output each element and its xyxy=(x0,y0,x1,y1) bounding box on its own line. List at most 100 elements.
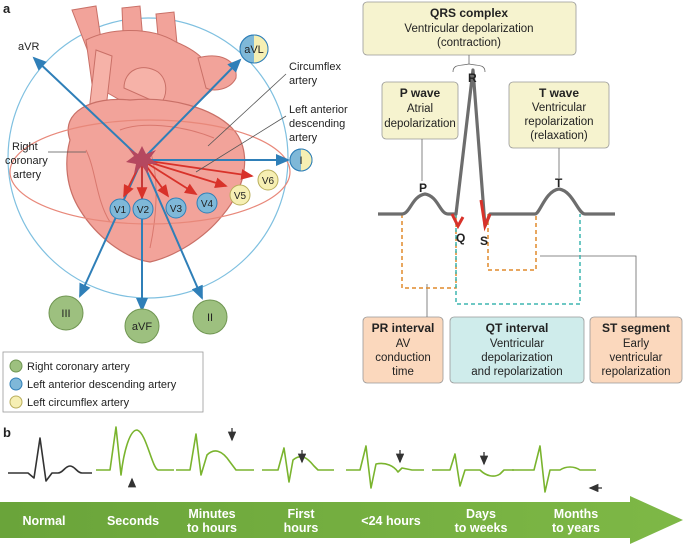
lead-I: I xyxy=(289,148,313,172)
qt-line-1: Ventricular xyxy=(490,338,545,350)
lead-V6: V6 xyxy=(257,169,279,191)
ecg-minutes-to-hours xyxy=(176,433,254,476)
panel-b-label: b xyxy=(3,425,11,440)
rca-label-1: Right xyxy=(12,141,38,153)
panel-a-label: a xyxy=(3,1,11,16)
stage-days-label-1: Days xyxy=(466,507,496,521)
qt-line-3: and repolarization xyxy=(471,366,562,378)
ecg-lt-24-hours xyxy=(346,445,424,489)
wave-labels: P R Q S T xyxy=(419,71,563,248)
svg-text:V1: V1 xyxy=(114,205,127,216)
infarct-burst xyxy=(126,146,158,174)
stage-ecgs xyxy=(8,426,596,493)
pr-line-3: time xyxy=(392,366,414,378)
st-segment-bracket xyxy=(487,214,537,271)
ecg-first-hours xyxy=(262,447,334,483)
lead-V3: V3 xyxy=(165,197,187,219)
qrs-line-1: Ventricular depolarization xyxy=(404,23,533,35)
pr-line-1: AV xyxy=(396,338,411,350)
timeline-stage-labels: Normal Seconds Minutes to hours First ho… xyxy=(22,507,600,535)
wave-r-label: R xyxy=(468,71,477,85)
legend-rca-swatch xyxy=(9,359,23,373)
circumflex-label-1: Circumflex xyxy=(289,61,341,73)
qrs-box xyxy=(362,1,577,56)
horizontal-plane-ellipse xyxy=(9,119,291,225)
legend-box xyxy=(2,351,204,413)
svg-text:V3: V3 xyxy=(170,204,183,215)
ecg-trace xyxy=(378,68,615,228)
t-wave-line-1: Ventricular xyxy=(532,102,587,114)
p-wave-title: P wave xyxy=(400,86,441,100)
legend-lcx-label: Left circumflex artery xyxy=(27,397,130,409)
legend-rca-label: Right coronary artery xyxy=(27,361,130,373)
ecg-connectors xyxy=(421,55,637,317)
t-wave-title: T wave xyxy=(539,86,579,100)
lead-II: II xyxy=(192,299,228,335)
wave-p-label: P xyxy=(419,181,427,195)
svg-text:V6: V6 xyxy=(262,176,275,187)
lead-aVL-label: aVL xyxy=(244,44,264,56)
wave-q-label: Q xyxy=(456,231,465,245)
rca-label-2: coronary xyxy=(5,155,48,167)
precordial-leads: V1 V2 V3 V4 V5 V6 xyxy=(109,169,279,220)
qt-interval-bracket xyxy=(455,214,581,305)
st-line-2: ventricular xyxy=(609,352,662,364)
p-wave-line-1: Atrial xyxy=(407,103,433,115)
p-wave-box xyxy=(381,81,459,140)
lad-label-1: Left anterior xyxy=(289,104,348,116)
lead-I-label: I xyxy=(299,155,302,167)
stage-normal-label: Normal xyxy=(22,514,65,528)
ecg-seconds xyxy=(96,426,174,476)
lead-V5: V5 xyxy=(229,184,251,206)
lead-aVF-label: aVF xyxy=(132,321,152,333)
stage-minutes-label-2: to hours xyxy=(187,521,237,535)
circumflex-label-2: artery xyxy=(289,75,318,87)
lead-III-label: III xyxy=(61,308,70,320)
rca-label-3: artery xyxy=(13,169,42,181)
stage-arrows xyxy=(127,428,602,493)
stage-days-label-2: to weeks xyxy=(455,521,508,535)
stage-minutes-label-1: Minutes xyxy=(188,507,235,521)
stage-months-label-2: to years xyxy=(552,521,600,535)
qt-title: QT interval xyxy=(486,321,549,335)
pr-line-2: conduction xyxy=(375,352,431,364)
lead-V1: V1 xyxy=(109,198,131,220)
timeline-arrow xyxy=(0,496,683,544)
stage-seconds-label: Seconds xyxy=(107,514,159,528)
qrs-title: QRS complex xyxy=(430,6,508,20)
st-line-3: repolarization xyxy=(601,366,670,378)
qrs-line-2: (contraction) xyxy=(437,37,501,49)
stage-lt24-label: <24 hours xyxy=(361,514,420,528)
t-wave-line-3: (relaxation) xyxy=(530,130,588,142)
heart-illustration xyxy=(66,5,246,263)
stage-first-hours-label-2: hours xyxy=(284,521,319,535)
s-wave-highlight xyxy=(479,199,492,232)
q-wave-highlight xyxy=(450,213,465,230)
lead-aVL: aVL xyxy=(239,34,269,64)
circumflex-leader-line xyxy=(207,73,287,147)
lead-aVR-label: aVR xyxy=(18,41,39,53)
lead-III: III xyxy=(48,295,84,331)
anatomy-labels: Circumflex artery Left anterior descendi… xyxy=(5,61,348,181)
lead-aVF: aVF xyxy=(124,308,160,344)
wave-t-label: T xyxy=(555,176,563,190)
p-wave-line-2: depolarization xyxy=(384,118,456,130)
lad-label-2: descending xyxy=(289,118,345,130)
qt-interval-box xyxy=(449,316,585,384)
stage-months-label-1: Months xyxy=(554,507,598,521)
lad-leader-line xyxy=(195,115,287,173)
st-title: ST segment xyxy=(602,321,670,335)
stage-first-hours-label-1: First xyxy=(287,507,315,521)
legend-lad-swatch xyxy=(9,377,23,391)
lead-II-label: II xyxy=(207,312,213,324)
ecg-normal xyxy=(8,437,92,482)
legend: Right coronary artery Left anterior desc… xyxy=(2,351,204,413)
ecg-months-to-years xyxy=(512,445,596,493)
pr-interval-bracket xyxy=(401,214,457,289)
wave-s-label: S xyxy=(480,234,488,248)
svg-text:V4: V4 xyxy=(201,199,214,210)
st-line-1: Early xyxy=(623,338,649,350)
ecg-annotation-boxes: QRS complex Ventricular depolarization (… xyxy=(362,1,683,384)
lead-V2: V2 xyxy=(132,198,154,220)
